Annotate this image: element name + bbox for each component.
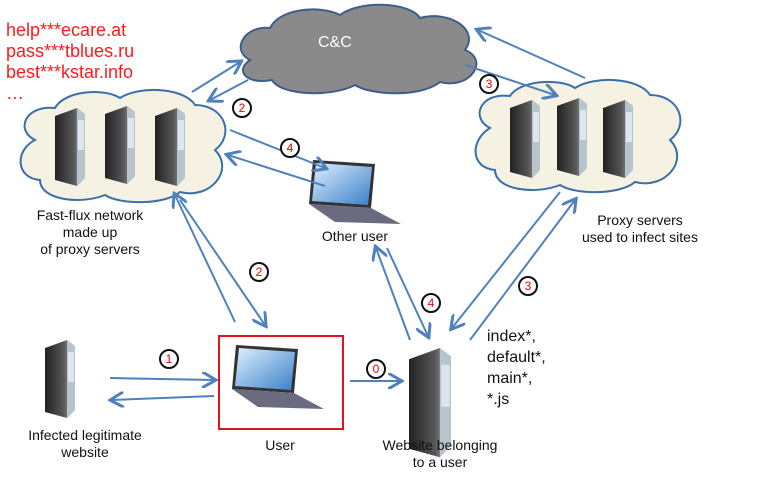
domain-item: help***ecare.at bbox=[6, 20, 127, 40]
cc-cloud bbox=[239, 3, 478, 95]
label-line: to a user bbox=[412, 454, 468, 470]
step-badge: 4 bbox=[280, 138, 300, 158]
other-user-label: Other user bbox=[321, 228, 389, 244]
label-line: Fast-flux network bbox=[36, 207, 144, 223]
label-line: website bbox=[61, 444, 109, 460]
proxy-label: Proxy servers used to infect sites bbox=[555, 212, 725, 246]
file-item: index*, bbox=[487, 328, 536, 345]
domain-item: best***kstar.info bbox=[6, 62, 134, 82]
user-label: User bbox=[265, 437, 295, 453]
proxy-server-icon bbox=[105, 106, 135, 184]
proxy-server-icon bbox=[510, 100, 540, 178]
file-item: default*, bbox=[487, 349, 546, 366]
fastflux-label: Fast-flux network made up of proxy serve… bbox=[5, 207, 175, 258]
infected-label: Infected legitimate website bbox=[0, 427, 170, 461]
user-highlight-box bbox=[218, 335, 344, 430]
file-item: main*, bbox=[487, 370, 533, 387]
label-line: Proxy servers bbox=[597, 212, 683, 228]
cc-label: C&C bbox=[318, 34, 352, 51]
domain-item: pass***tblues.ru bbox=[6, 41, 135, 61]
proxy-server-icon bbox=[155, 108, 185, 186]
proxy-server-icon bbox=[557, 98, 587, 176]
label-line: Infected legitimate bbox=[28, 427, 142, 443]
label-line: used to infect sites bbox=[582, 229, 698, 245]
step-badge: 0 bbox=[366, 359, 386, 379]
step-badge: 4 bbox=[421, 293, 441, 313]
file-item: *.js bbox=[487, 391, 510, 408]
arrows bbox=[110, 30, 586, 400]
infected-server-icon bbox=[45, 340, 75, 418]
other-user-laptop-icon bbox=[309, 160, 401, 224]
step-badge: 2 bbox=[249, 262, 269, 282]
proxy-server-icon bbox=[603, 100, 633, 178]
file-list: index*, default*, main*, *.js bbox=[487, 326, 546, 410]
step-badge: 3 bbox=[479, 74, 499, 94]
domain-item: … bbox=[6, 83, 24, 103]
label-line: of proxy servers bbox=[40, 241, 140, 257]
label-line: Website belonging bbox=[382, 437, 498, 453]
label-line: made up bbox=[62, 224, 118, 240]
step-badge: 2 bbox=[232, 98, 252, 118]
domain-list: help***ecare.at pass***tblues.ru best***… bbox=[6, 20, 134, 104]
website-label: Website belonging to a user bbox=[365, 437, 515, 471]
step-badge: 1 bbox=[159, 349, 179, 369]
step-badge: 3 bbox=[518, 276, 538, 296]
proxy-server-icon bbox=[55, 108, 85, 186]
